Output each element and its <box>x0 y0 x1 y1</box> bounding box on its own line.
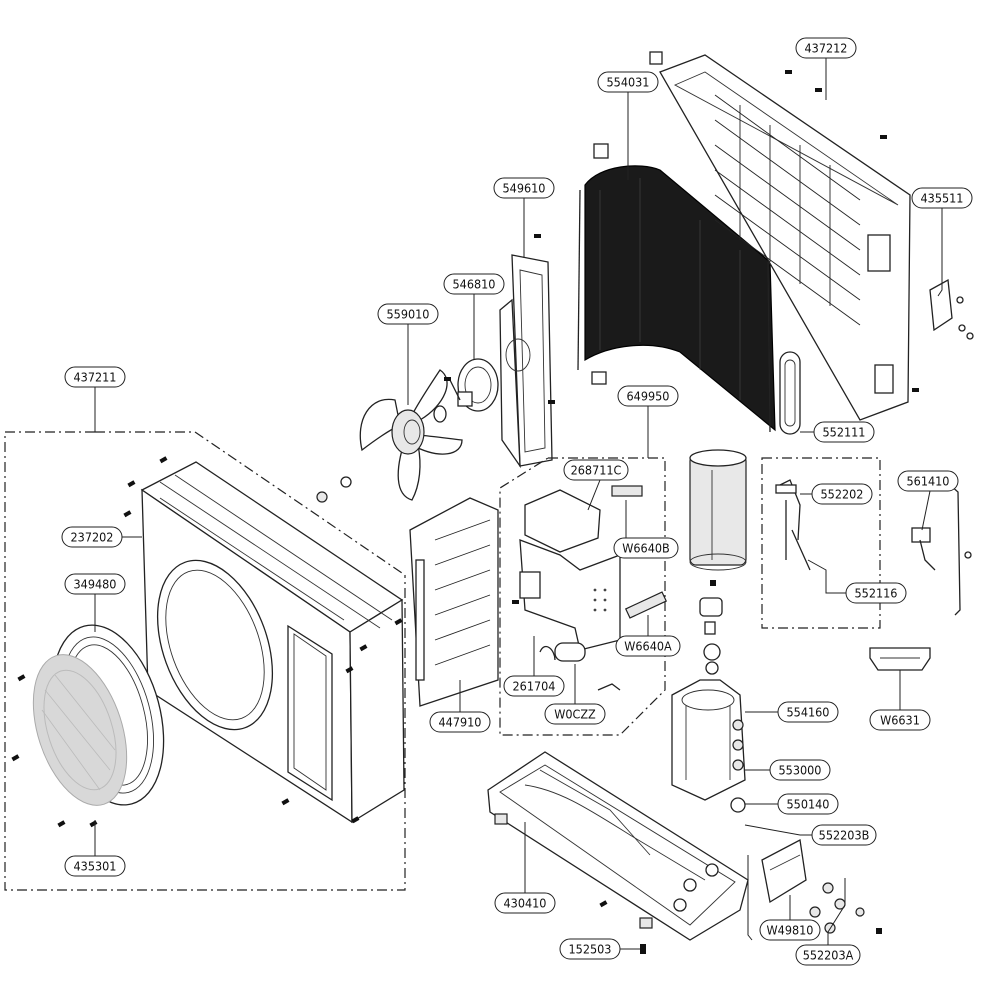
rear-guard-panel <box>649 51 919 421</box>
part-label-W0CZZ: W0CZZ <box>544 703 606 725</box>
part-label-552203A: 552203A <box>795 944 861 966</box>
part-label-437212: 437212 <box>795 37 857 59</box>
partition-plate <box>409 497 499 707</box>
part-label-447910: 447910 <box>429 711 491 733</box>
condenser-coil <box>577 143 776 433</box>
fan-motor <box>444 358 499 412</box>
svg-text:W6640A: W6640A <box>624 639 672 654</box>
compressor <box>671 597 746 813</box>
svg-text:559010: 559010 <box>387 307 430 322</box>
part-label-W49810: W49810 <box>759 919 821 941</box>
svg-text:437211: 437211 <box>74 370 117 385</box>
fan-grille-mesh <box>32 654 128 806</box>
part-label-W6631: W6631 <box>869 709 931 731</box>
svg-text:261704: 261704 <box>513 679 556 694</box>
part-label-435301: 435301 <box>64 855 126 877</box>
motor-bracket <box>499 234 555 469</box>
svg-text:550140: 550140 <box>787 797 830 812</box>
svg-text:437212: 437212 <box>805 41 848 56</box>
mounting-bracket <box>869 647 931 671</box>
svg-text:435511: 435511 <box>921 191 964 206</box>
service-valve-cover <box>779 351 801 435</box>
part-label-553000: 553000 <box>769 759 831 781</box>
part-label-552116: 552116 <box>845 582 907 604</box>
svg-text:152503: 152503 <box>569 942 612 957</box>
part-label-430410: 430410 <box>494 892 556 914</box>
part-label-437211: 437211 <box>64 366 126 388</box>
part-label-549610: 549610 <box>493 177 555 199</box>
svg-text:W49810: W49810 <box>767 923 814 938</box>
part-label-554160: 554160 <box>777 701 839 723</box>
svg-text:552203B: 552203B <box>819 828 870 843</box>
svg-text:237202: 237202 <box>71 530 114 545</box>
service-valves <box>809 882 882 934</box>
svg-text:W6640B: W6640B <box>622 541 669 556</box>
part-label-559010: 559010 <box>377 303 439 325</box>
valve-plate <box>761 838 807 904</box>
part-label-554031: 554031 <box>597 71 659 93</box>
part-label-552203B: 552203B <box>811 824 877 846</box>
part-label-561410: 561410 <box>897 470 959 492</box>
svg-text:553000: 553000 <box>779 763 822 778</box>
svg-text:447910: 447910 <box>439 715 482 730</box>
temperature-sensor <box>911 527 936 571</box>
base-screw <box>640 944 646 954</box>
part-label-552202: 552202 <box>811 483 873 505</box>
svg-text:435301: 435301 <box>74 859 117 874</box>
part-label-435511: 435511 <box>911 187 973 209</box>
svg-text:552202: 552202 <box>821 487 864 502</box>
svg-text:430410: 430410 <box>504 896 547 911</box>
svg-text:552111: 552111 <box>823 425 866 440</box>
svg-text:349480: 349480 <box>74 577 117 592</box>
part-label-W6640B: W6640B <box>613 537 679 559</box>
svg-text:W0CZZ: W0CZZ <box>554 707 596 722</box>
part-label-W6640A: W6640A <box>615 635 681 657</box>
side-cover-bracket <box>929 278 974 340</box>
control-box-assembly <box>519 485 668 691</box>
propeller-fan <box>316 369 463 503</box>
part-label-546810: 546810 <box>443 273 505 295</box>
part-label-152503: 152503 <box>559 938 621 960</box>
part-label-550140: 550140 <box>777 793 839 815</box>
pipe-assembly-box <box>761 457 881 629</box>
svg-text:W6631: W6631 <box>880 713 920 728</box>
svg-text:552116: 552116 <box>855 586 898 601</box>
front-cabinet-panel <box>140 461 405 824</box>
svg-text:554031: 554031 <box>607 75 650 90</box>
part-label-349480: 349480 <box>64 573 126 595</box>
pipe-rod <box>949 484 972 616</box>
part-label-552111: 552111 <box>813 421 875 443</box>
svg-text:649950: 649950 <box>627 389 670 404</box>
loose-screws <box>512 580 716 908</box>
part-label-649950: 649950 <box>617 385 679 407</box>
compressor-blanket <box>689 449 747 571</box>
part-label-268711C: 268711C <box>563 459 629 481</box>
leader-lines <box>94 58 943 950</box>
part-label-237202: 237202 <box>61 526 123 548</box>
svg-text:546810: 546810 <box>453 277 496 292</box>
svg-text:549610: 549610 <box>503 181 546 196</box>
svg-text:268711C: 268711C <box>571 463 622 478</box>
front-panel-group-boundary <box>4 431 406 891</box>
svg-text:561410: 561410 <box>907 474 950 489</box>
svg-text:554160: 554160 <box>787 705 830 720</box>
svg-text:552203A: 552203A <box>803 948 854 963</box>
part-label-261704: 261704 <box>503 675 565 697</box>
base-pan <box>487 751 749 941</box>
